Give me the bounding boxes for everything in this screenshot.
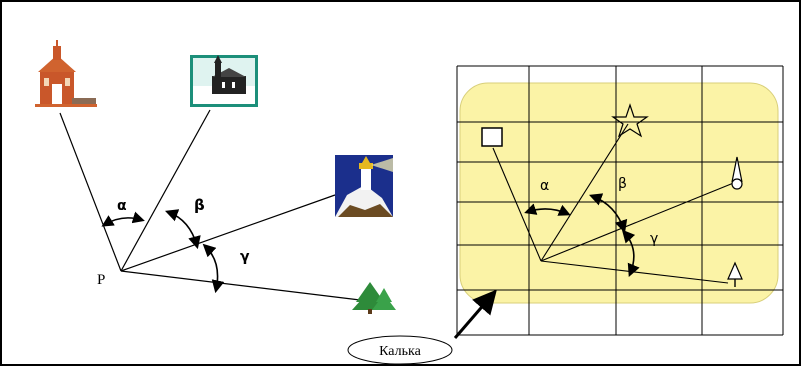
callout-bubble <box>347 335 453 365</box>
ray-chapel <box>120 109 211 272</box>
chapel-icon <box>190 55 258 107</box>
callout-arrow <box>453 289 497 339</box>
trace-beta-arc <box>589 193 628 234</box>
trace-ray-square <box>492 147 542 262</box>
trace-alpha-arc <box>524 203 571 216</box>
field-view: α β γ P <box>35 40 396 314</box>
map-grid <box>456 65 784 336</box>
tree-icon <box>352 282 396 314</box>
beta-label: β <box>194 196 205 214</box>
tracing-sheet <box>459 82 779 304</box>
trace-ray-star <box>540 123 629 262</box>
tracing-callout: Калька <box>347 289 497 365</box>
square-symbol <box>481 127 503 147</box>
tracing-view: α β γ <box>456 65 784 336</box>
church-icon <box>35 40 97 107</box>
trace-gamma-arc <box>621 229 640 277</box>
trace-alpha-label: α <box>540 178 549 194</box>
tower-symbol <box>731 156 743 190</box>
ray-church <box>59 112 122 272</box>
beta-arc <box>164 209 201 250</box>
alpha-arc <box>101 211 145 227</box>
alpha-label: α <box>117 198 127 214</box>
ray-lighthouse <box>120 194 336 272</box>
trace-gamma-label: γ <box>650 231 658 247</box>
trace-beta-label: β <box>618 176 627 192</box>
ray-tree <box>120 270 361 301</box>
gamma-arc <box>202 243 225 294</box>
point-p-label: P <box>97 272 105 288</box>
callout-label: Калька <box>379 344 421 359</box>
gamma-label: γ <box>240 249 250 265</box>
tree-symbol <box>727 261 743 287</box>
lighthouse-icon <box>335 155 393 217</box>
trace-ray-tower <box>540 181 737 262</box>
star-symbol <box>611 103 649 138</box>
